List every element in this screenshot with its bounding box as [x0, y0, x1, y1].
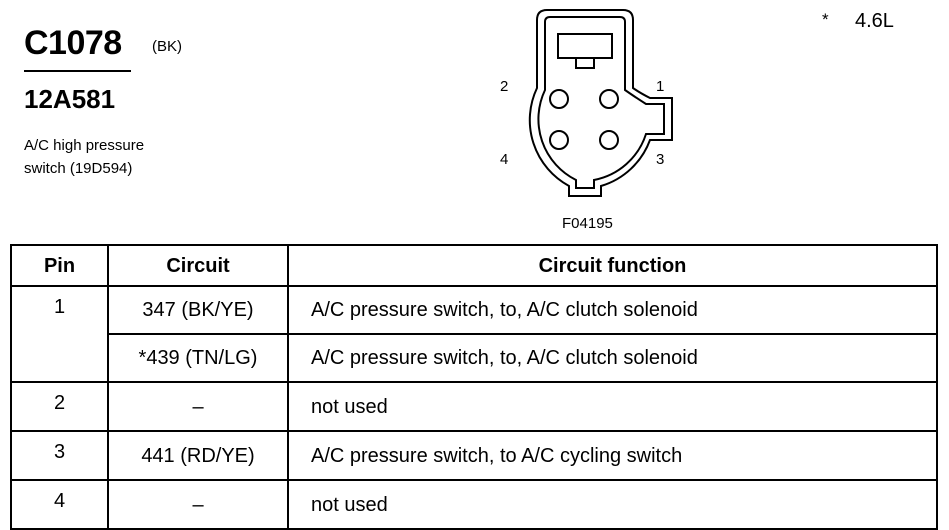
color-code: (BK): [152, 38, 182, 55]
circuit-cell: 441 (RD/YE): [107, 430, 289, 481]
circuit-cell: *439 (TN/LG): [107, 333, 289, 383]
figure-id: F04195: [562, 215, 613, 232]
pin-cavity-2: [549, 89, 569, 109]
function-cell: not used: [287, 479, 938, 530]
circuit-cell: 347 (BK/YE): [107, 285, 289, 335]
connector-diagram: 2 1 4 3 F04195: [500, 9, 673, 232]
description-line-1: A/C high pressure: [24, 137, 145, 154]
pin-cell: 3: [10, 430, 109, 481]
title-rule: [24, 70, 131, 72]
pins-table: Pin Circuit Circuit function 1 347 (BK/Y…: [10, 244, 938, 530]
circuit-cell: –: [107, 381, 289, 432]
connector-id: C1078: [24, 24, 122, 62]
table-header-row: Pin Circuit Circuit function: [10, 244, 938, 287]
connector-outer-outline: [528, 9, 673, 197]
pin-cell: [10, 334, 109, 383]
part-number: 12A581: [24, 84, 116, 114]
header-function: Circuit function: [287, 244, 938, 287]
pin-cell: 1: [10, 285, 109, 334]
function-cell: not used: [287, 381, 938, 432]
function-cell: A/C pressure switch, to, A/C clutch sole…: [287, 333, 938, 383]
pin-cavity-1: [599, 89, 619, 109]
function-cell: A/C pressure switch, to A/C cycling swit…: [287, 430, 938, 481]
pin-cell: 2: [10, 381, 109, 432]
connector-inner-outline: [537, 16, 665, 189]
function-cell: A/C pressure switch, to, A/C clutch sole…: [287, 285, 938, 335]
table-row: 3 441 (RD/YE) A/C pressure switch, to A/…: [10, 430, 938, 481]
pin-label-3: 3: [656, 151, 664, 168]
pin-cell: 4: [10, 479, 109, 530]
note-text: 4.6L: [855, 10, 894, 32]
header-pin: Pin: [10, 244, 109, 287]
table-row: 1 347 (BK/YE) A/C pressure switch, to, A…: [10, 285, 938, 335]
table-row: *439 (TN/LG) A/C pressure switch, to, A/…: [10, 333, 938, 383]
table-row: 4 – not used: [10, 479, 938, 530]
pin-label-2: 2: [500, 78, 508, 95]
connector-latch: [557, 33, 613, 59]
table-row: 2 – not used: [10, 381, 938, 432]
description-line-2: switch (19D594): [24, 160, 133, 177]
pin-label-1: 1: [656, 78, 664, 95]
connector-latch-tab: [575, 57, 595, 69]
pin-cavity-4: [549, 130, 569, 150]
pin-cavity-3: [599, 130, 619, 150]
pin-label-4: 4: [500, 151, 508, 168]
header-circuit: Circuit: [107, 244, 289, 287]
circuit-cell: –: [107, 479, 289, 530]
note-marker: *: [822, 10, 829, 29]
